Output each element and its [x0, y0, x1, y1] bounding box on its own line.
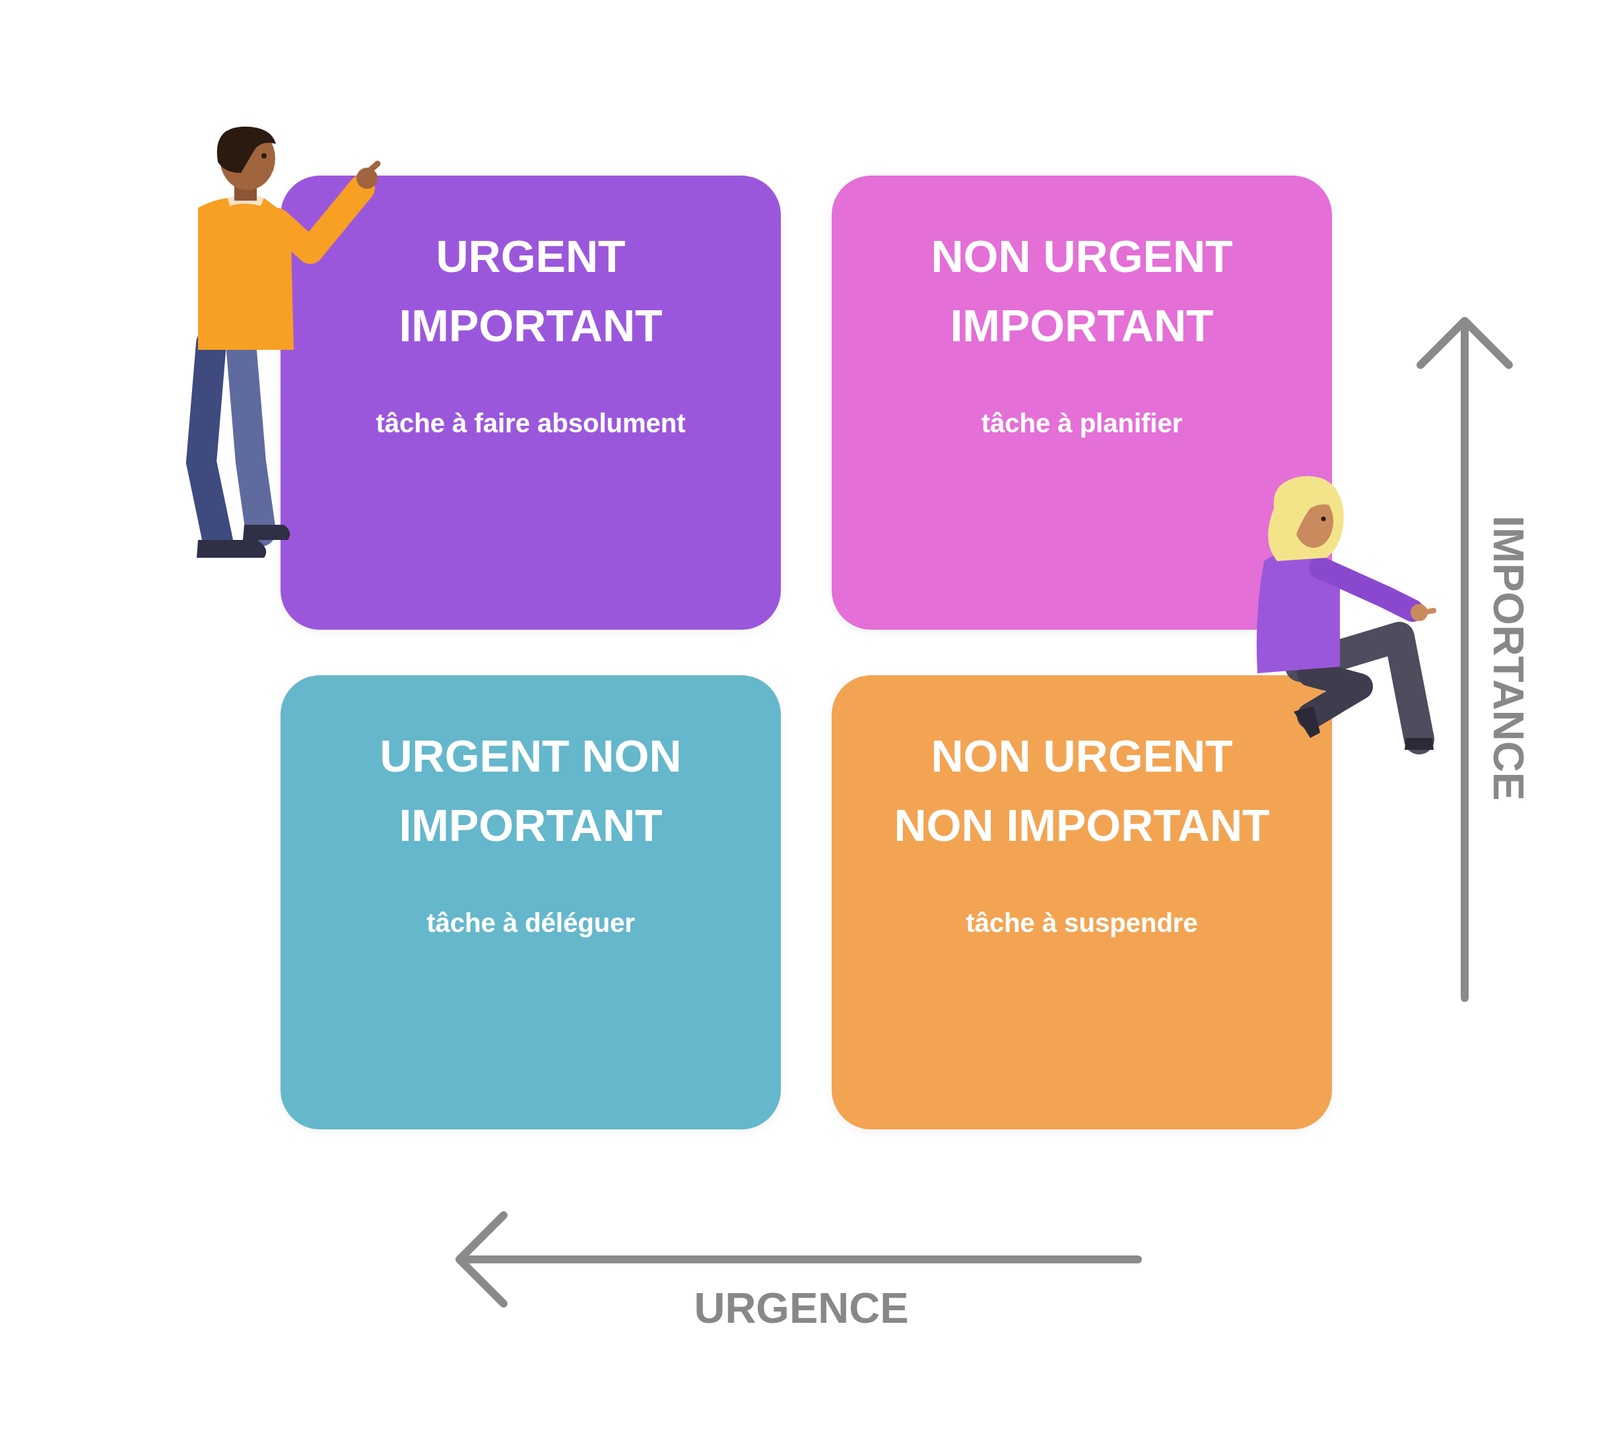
importance-arrowhead — [1420, 320, 1509, 366]
axis-label-importance: IMPORTANCE — [1485, 515, 1532, 801]
quadrant-heading: URGENT IMPORTANT — [332, 221, 729, 361]
quadrant-action: tâche à déléguer — [426, 906, 635, 940]
quadrant-box: URGENT NON IMPORTANT tâche à déléguer — [280, 675, 781, 1130]
quadrant-action: tâche à planifier — [981, 406, 1183, 440]
importance-arrow — [1460, 324, 1469, 999]
axis-label-urgence: URGENCE — [693, 1285, 909, 1332]
quadrant-action: tâche à faire absolument — [375, 406, 686, 440]
man-figure — [196, 126, 378, 558]
quadrant-box: URGENT IMPORTANT tâche à faire absolument — [280, 175, 781, 630]
quadrant-box: NON URGENT NON IMPORTANT tâche à suspendr… — [831, 675, 1333, 1130]
quadrant-action: tâche à suspendre — [965, 906, 1198, 940]
quadrant-heading: NON URGENT IMPORTANT — [883, 221, 1280, 361]
quadrant-box: NON URGENT IMPORTANT tâche à planifier — [831, 175, 1333, 630]
quadrant-heading: NON URGENT NON IMPORTANT — [883, 721, 1280, 861]
urgence-arrow — [463, 1255, 1138, 1264]
woman-figure — [1256, 475, 1434, 750]
urgence-arrowhead — [459, 1215, 504, 1304]
quadrant-heading: URGENT NON IMPORTANT — [332, 721, 729, 861]
